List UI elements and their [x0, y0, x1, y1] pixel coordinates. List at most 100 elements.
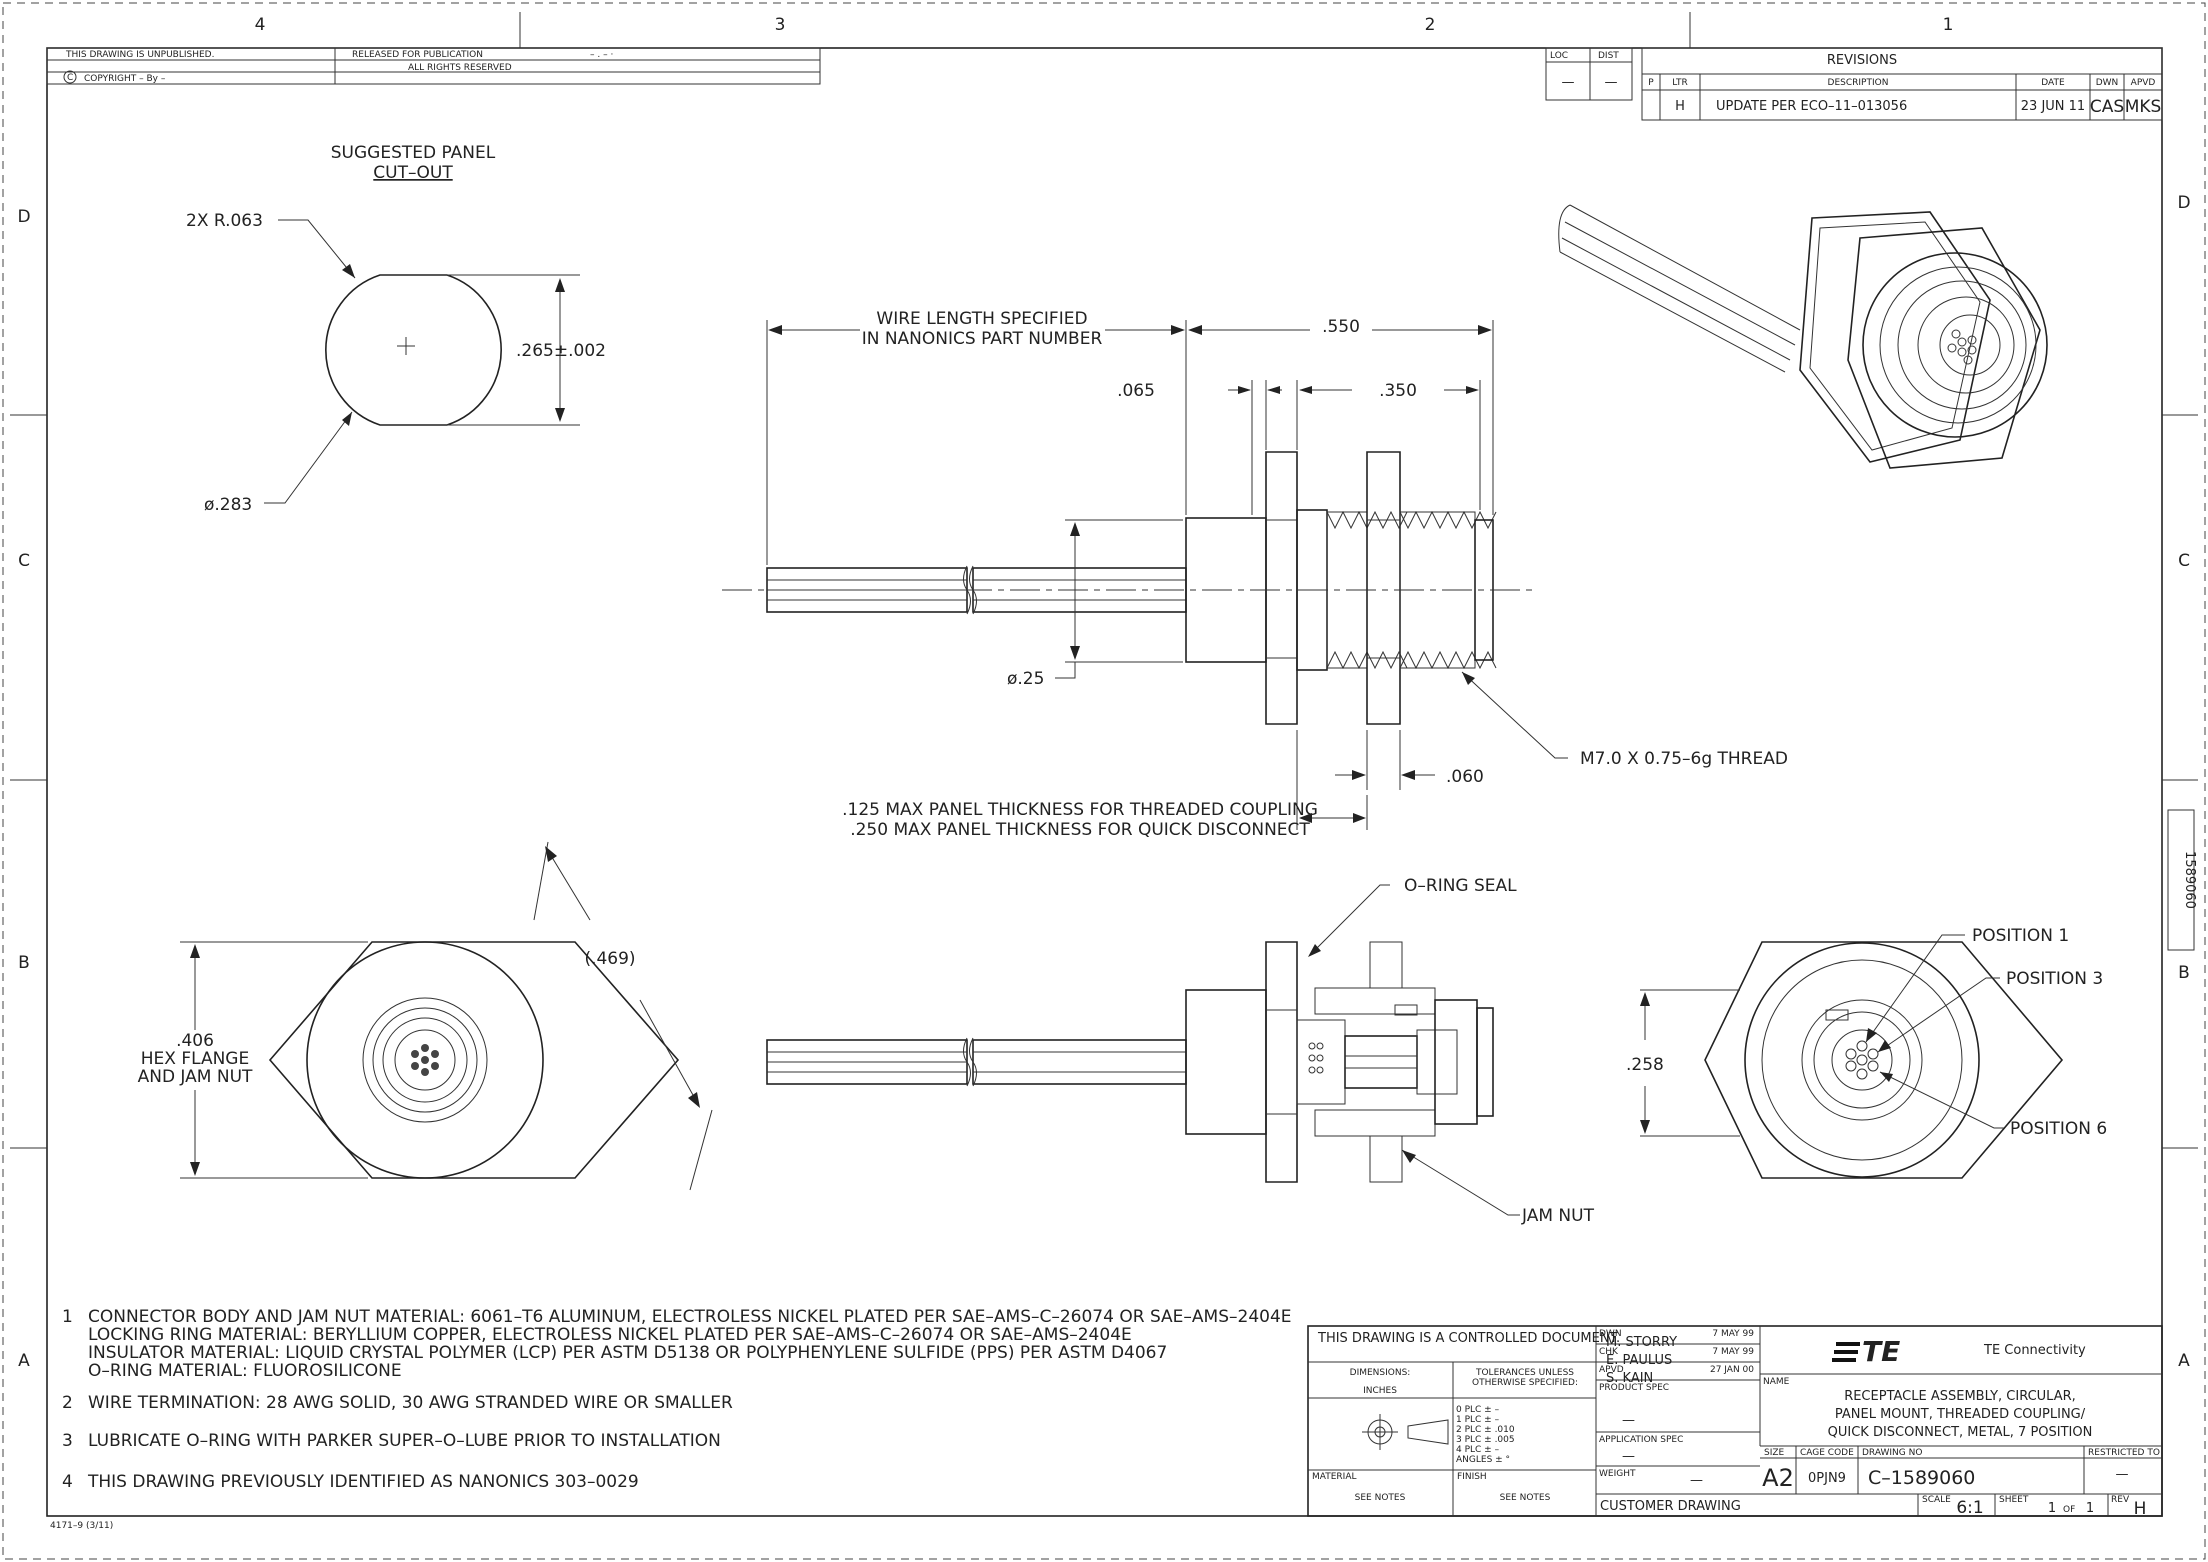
dim-350: .350: [1379, 381, 1417, 401]
dwn-date: 7 MAY 99: [1712, 1329, 1754, 1339]
name-label: NAME: [1763, 1377, 1790, 1387]
copyright-label: COPYRIGHT – By –: [84, 74, 166, 84]
company-name: TE Connectivity: [1983, 1343, 2086, 1358]
note-2-number: 2: [62, 1393, 73, 1413]
section-view: O–RING SEAL JAM NUT: [766, 876, 1595, 1226]
note-4-number: 4: [62, 1472, 73, 1492]
rev-head-desc: DESCRIPTION: [1828, 78, 1889, 88]
material-label: MATERIAL: [1312, 1472, 1357, 1482]
zone-right-a: A: [2178, 1351, 2190, 1371]
rev-ltr: H: [1675, 99, 1685, 114]
name-line-2: PANEL MOUNT, THREADED COUPLING/: [1835, 1407, 2086, 1422]
svg-text:TE: TE: [1862, 1335, 1900, 1368]
zone-top-1: 1: [1943, 15, 1954, 35]
chk-label: CHK: [1599, 1347, 1619, 1357]
zone-right-d: D: [2177, 193, 2190, 213]
header-block: THIS DRAWING IS UNPUBLISHED. RELEASED FO…: [46, 47, 821, 85]
isometric-view: [1558, 204, 2048, 469]
dwn-name: M. STORRY: [1606, 1335, 1677, 1350]
released-value: – . – ·: [590, 50, 613, 60]
dwn-label: DWN: [1599, 1329, 1622, 1339]
chk-name: E. PAULUS: [1606, 1353, 1672, 1368]
position-6-callout: POSITION 6: [2010, 1119, 2107, 1139]
size-label: SIZE: [1764, 1448, 1785, 1458]
zone-top-3: 3: [775, 15, 786, 35]
plc-2: 2 PLC ± .010: [1456, 1425, 1515, 1435]
hex-end-view: .406 HEX FLANGE AND JAM NUT (.469): [138, 841, 713, 1191]
name-line-1: RECEPTACLE ASSEMBLY, CIRCULAR,: [1844, 1389, 2076, 1404]
zone-top-2: 2: [1425, 15, 1436, 35]
restricted-label: RESTRICTED TO: [2088, 1448, 2160, 1458]
drawing-frame: [46, 47, 2163, 1517]
title-block: THIS DRAWING IS A CONTROLLED DOCUMENT. D…: [1307, 1325, 2163, 1519]
rev-head-p: P: [1648, 78, 1654, 88]
note-2-line-1: WIRE TERMINATION: 28 AWG SOLID, 30 AWG S…: [88, 1393, 733, 1413]
note-1-line-4: O–RING MATERIAL: FLUOROSILICONE: [88, 1361, 402, 1381]
jam-nut-callout: JAM NUT: [1521, 1206, 1595, 1226]
rev-head-dwn: DWN: [2096, 78, 2119, 88]
customer-drawing: CUSTOMER DRAWING: [1600, 1499, 1741, 1514]
projection-symbol-icon: [1362, 1414, 1449, 1450]
zone-ticks: [10, 12, 2198, 1149]
dim-dia-25: ø.25: [1007, 669, 1044, 689]
position-1-callout: POSITION 1: [1972, 926, 2069, 946]
note-1-line-1: CONNECTOR BODY AND JAM NUT MATERIAL: 606…: [88, 1307, 1292, 1327]
product-spec-label: PRODUCT SPEC: [1599, 1383, 1669, 1393]
sheet-label: SHEET: [1999, 1495, 2029, 1505]
zone-left-b: B: [18, 953, 30, 973]
revisions-title: REVISIONS: [1827, 53, 1897, 68]
zone-left-d: D: [17, 207, 30, 227]
zone-left-a: A: [18, 1351, 30, 1371]
loc-dist-block: LOC DIST — —: [1545, 47, 1633, 101]
apvd-name: S. KAIN: [1606, 1371, 1653, 1386]
finish-label: FINISH: [1457, 1472, 1487, 1482]
cutout-subtitle: CUT–OUT: [373, 163, 453, 183]
side-view-upper: WIRE LENGTH SPECIFIED IN NANONICS PART N…: [722, 309, 1788, 840]
dim-550: .550: [1322, 317, 1360, 337]
size-value: A2: [1762, 1464, 1794, 1492]
form-number: 4171–9 (3/11): [50, 1521, 113, 1531]
material-value: SEE NOTES: [1355, 1493, 1406, 1503]
dim-060: .060: [1446, 767, 1484, 787]
thread-callout: M7.0 X 0.75–6g THREAD: [1580, 749, 1788, 769]
product-spec-value: —: [1622, 1413, 1635, 1428]
dim-065: .065: [1117, 381, 1155, 401]
dim-258: .258: [1626, 1055, 1664, 1075]
dist-value: —: [1605, 75, 1618, 90]
unpublished-label: THIS DRAWING IS UNPUBLISHED.: [65, 50, 214, 60]
drawing-no-label: DRAWING NO: [1862, 1448, 1922, 1458]
hex-dim-469: (.469): [584, 949, 635, 969]
sheet-value: 1: [2048, 1501, 2056, 1516]
position-3-callout: POSITION 3: [2006, 969, 2103, 989]
tolerances-label-2: OTHERWISE SPECIFIED:: [1472, 1378, 1578, 1388]
note-3-number: 3: [62, 1431, 73, 1451]
note-1-line-2: LOCKING RING MATERIAL: BERYLLIUM COPPER,…: [88, 1325, 1132, 1345]
application-spec-value: —: [1622, 1449, 1635, 1464]
controlled-doc: THIS DRAWING IS A CONTROLLED DOCUMENT.: [1317, 1331, 1620, 1346]
dist-label: DIST: [1598, 51, 1619, 61]
svg-text:C: C: [67, 73, 73, 83]
plc-4: 4 PLC ± –: [1456, 1445, 1500, 1455]
note-4-line-1: THIS DRAWING PREVIOUSLY IDENTIFIED AS NA…: [87, 1472, 639, 1492]
oring-seal-callout: O–RING SEAL: [1404, 876, 1517, 896]
name-line-3: QUICK DISCONNECT, METAL, 7 POSITION: [1828, 1425, 2093, 1440]
wire-length-label-1: WIRE LENGTH SPECIFIED: [876, 309, 1087, 329]
zone-right-c: C: [2178, 551, 2190, 571]
tolerances-label-1: TOLERANCES UNLESS: [1475, 1368, 1574, 1378]
panel-thickness-2: .250 MAX PANEL THICKNESS FOR QUICK DISCO…: [850, 820, 1310, 840]
rights-label: ALL RIGHTS RESERVED: [408, 63, 512, 73]
cutout-title: SUGGESTED PANEL: [331, 143, 496, 163]
cutout-dia-dim: ø.283: [204, 495, 252, 515]
zone-left-c: C: [18, 551, 30, 571]
side-tab: [2167, 809, 2195, 951]
revisions-block: REVISIONS P LTR DESCRIPTION DATE DWN APV…: [1641, 47, 2163, 121]
jam-nut-label-hex: AND JAM NUT: [138, 1067, 253, 1087]
hex-dim-406: .406: [176, 1031, 214, 1051]
loc-label: LOC: [1550, 51, 1568, 61]
dimensions-label: DIMENSIONS:: [1350, 1368, 1411, 1378]
rev-head-date: DATE: [2041, 78, 2065, 88]
panel-thickness-1: .125 MAX PANEL THICKNESS FOR THREADED CO…: [842, 800, 1318, 820]
apvd-label: APVD: [1599, 1365, 1624, 1375]
